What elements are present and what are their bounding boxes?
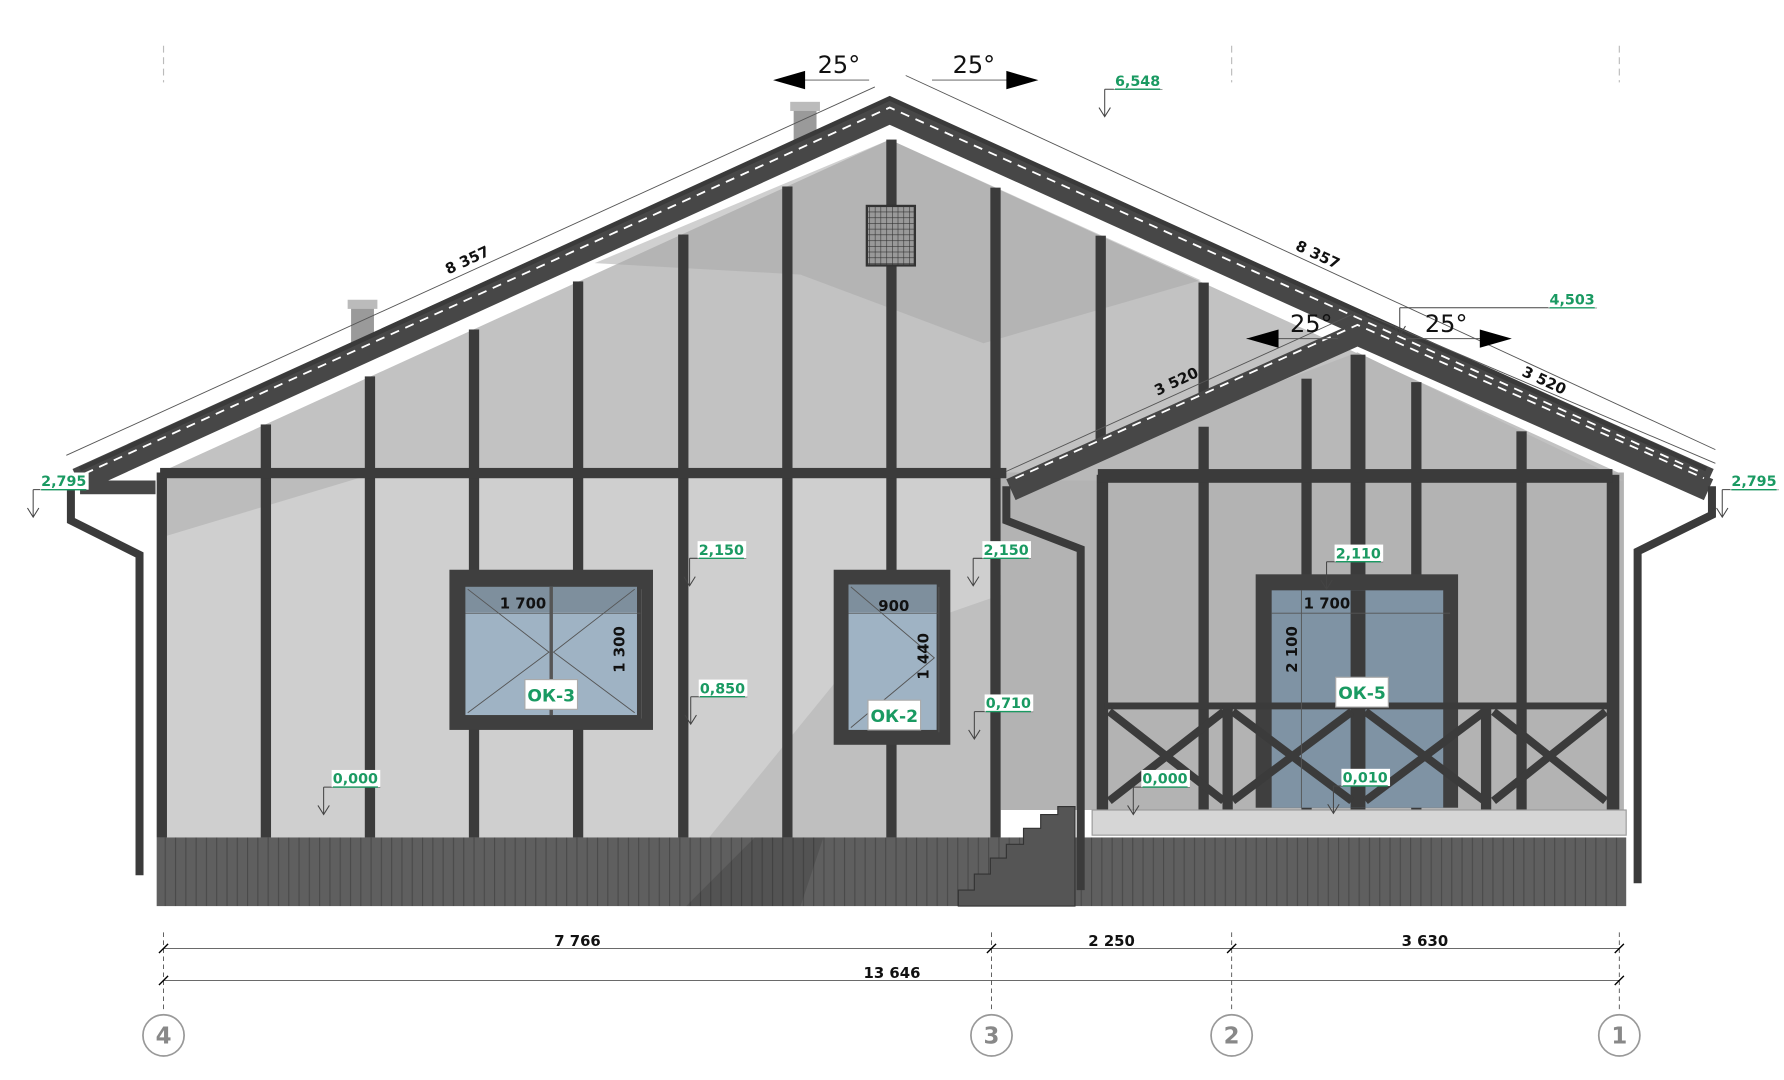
main-roof-ridge-line [79, 95, 1708, 472]
window-tag: ОК-3 [524, 679, 579, 710]
level-mark: 2,150 [683, 541, 747, 587]
roof-length-label: 8 357 [1293, 237, 1343, 273]
level-label-background [1113, 72, 1163, 90]
level-mark: 0,000 [1127, 769, 1190, 816]
level-value: 4,503 [1550, 292, 1595, 308]
window-tag-label: ОК-2 [870, 707, 918, 727]
window-dimension-lines [465, 586, 1451, 808]
level-value: 0,000 [333, 772, 378, 788]
door-height-label: 2 100 [1283, 626, 1301, 673]
dimension-label: 7 766 [554, 932, 601, 950]
stairs [957, 805, 1076, 907]
level-value: 2,795 [1731, 474, 1776, 490]
window-height-label: 1 440 [915, 633, 933, 680]
window-tag: ОК-2 [867, 699, 922, 731]
level-mark: 0,710 [968, 694, 1034, 741]
dimension-label: 3 630 [1402, 932, 1449, 950]
roof-angle-label: 25° [1290, 310, 1333, 338]
porch-gable [1017, 352, 1624, 481]
chimney-cap [347, 299, 378, 309]
level-mark: 2,795 [27, 472, 89, 519]
window-width-label: 900 [878, 597, 909, 615]
level-label-background [331, 769, 381, 788]
level-label-background [984, 694, 1034, 712]
svg-text:4: 4 [156, 1023, 172, 1049]
level-mark: 4,503 [1393, 290, 1598, 337]
level-mark: 2,795 [1716, 472, 1779, 519]
level-label-background [1548, 290, 1598, 308]
main-beam [160, 467, 1007, 479]
bottom-dimension-lines [158, 932, 1625, 1013]
roof-angle-label: 25° [818, 51, 861, 79]
level-mark: 2,150 [967, 541, 1031, 587]
porch-deck [1091, 809, 1627, 836]
window-tag: ОК-5 [1335, 676, 1389, 708]
svg-text:1: 1 [1611, 1023, 1627, 1049]
plinth-siding [156, 837, 1627, 907]
level-value: 0,000 [1142, 772, 1187, 788]
level-value: 0,010 [1343, 771, 1388, 787]
level-mark: 6,548 [1098, 72, 1163, 118]
window-height-label: 1 300 [610, 626, 628, 673]
level-value: 2,150 [983, 543, 1028, 559]
level-label-background [1141, 769, 1190, 788]
fascia-left [80, 480, 156, 495]
plinth-shadow [686, 837, 824, 907]
axis-marker-3: 3 [970, 1013, 1013, 1057]
porch-roof-dashed-edge [1015, 323, 1705, 480]
dimension-total-label: 13 646 [864, 964, 921, 982]
level-value: 0,710 [986, 696, 1031, 712]
level-value: 6,548 [1115, 74, 1160, 90]
angle-arrows [773, 70, 1512, 348]
porch-roof [1006, 321, 1714, 501]
level-mark: 2,110 [1320, 544, 1384, 591]
roof-dashed-edge [84, 106, 1705, 475]
window-tag-label: ОК-3 [527, 686, 575, 706]
level-value: 2,150 [699, 543, 744, 559]
chimney-cap [790, 101, 820, 111]
level-label-background [1341, 768, 1391, 786]
axis-marker-4: 4 [142, 1013, 185, 1057]
level-label-background [982, 541, 1031, 559]
level-mark: 0,010 [1327, 768, 1391, 815]
axis-marker-2: 2 [1210, 1013, 1254, 1057]
level-label-background [1334, 544, 1384, 562]
level-value: 0,850 [700, 681, 745, 697]
grid-lines-top [162, 45, 1620, 83]
level-label-background [697, 541, 747, 559]
axis-marker-1: 1 [1597, 1013, 1641, 1057]
window-width-label: 1 700 [500, 595, 547, 613]
level-label-background [40, 472, 89, 490]
roof-angle-label: 25° [953, 51, 996, 79]
level-arrow-icon [1098, 88, 1163, 118]
level-value: 2,110 [1336, 546, 1381, 562]
downpipes [66, 486, 1716, 891]
svg-text:3: 3 [984, 1023, 1000, 1049]
svg-text:2: 2 [1224, 1023, 1240, 1049]
porch-beam [1097, 469, 1613, 483]
dimension-label: 2 250 [1088, 932, 1135, 950]
level-value: 2,795 [41, 474, 86, 490]
gable-vent-grille [865, 204, 917, 267]
level-mark: 0,850 [684, 679, 748, 726]
level-arrow-icon [27, 489, 89, 519]
door-width-label: 1 700 [1304, 595, 1351, 613]
level-label-background [1730, 472, 1779, 490]
roof-angle-label: 25° [1425, 310, 1468, 338]
level-label-background [698, 679, 748, 697]
level-mark: 0,000 [317, 769, 381, 816]
window-tag-label: ОК-5 [1338, 684, 1386, 704]
level-arrow-icon [1716, 489, 1779, 519]
